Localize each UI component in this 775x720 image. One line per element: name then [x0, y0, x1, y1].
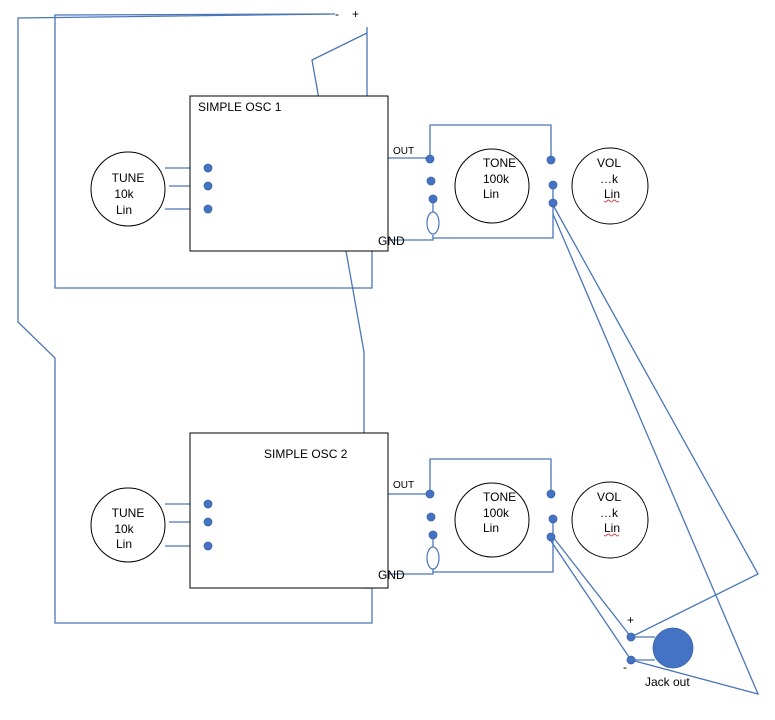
vol2-to-jack-plus-wire: [552, 536, 632, 638]
osc2-gnd-wire: [367, 569, 434, 575]
osc1-tone-terminal: [426, 176, 436, 186]
supply-minus-label: -: [335, 7, 339, 21]
osc1-title: SIMPLE OSC 1: [198, 100, 282, 114]
jack-minus-terminal: [626, 655, 636, 665]
osc1-tone-pot: [454, 148, 530, 224]
osc2-tone-value: 100k: [483, 506, 510, 520]
osc2-vol-terminal: [546, 532, 556, 542]
osc1-vol-spell-squiggle: [603, 199, 620, 203]
jack-label: Jack out: [645, 675, 690, 689]
supply-plus-label: +: [352, 7, 359, 21]
osc2-vol-spell-squiggle: [603, 533, 620, 537]
osc2-vol-value: …k: [600, 506, 619, 520]
osc1-module: SIMPLE OSC 1 OUT GND TUNE 10k Lin TONE 1…: [90, 95, 649, 252]
jack-socket: [652, 627, 694, 669]
osc1-gnd-wire: [367, 235, 434, 241]
jack-minus-label: -: [623, 660, 627, 674]
osc2-out-label: OUT: [393, 480, 414, 491]
vol1-to-jack-plus-wire: [552, 204, 759, 638]
jack-plus-label: +: [627, 613, 634, 627]
osc2-vol-pot: [571, 481, 649, 559]
osc1-tune-value: 10k: [114, 187, 134, 201]
jack-plus-terminal: [626, 632, 636, 642]
jack-output: + - Jack out: [623, 613, 694, 689]
osc2-tone-terminal: [425, 489, 435, 499]
osc1-gnd-label: GND: [378, 234, 405, 248]
osc2-vol-terminal: [546, 489, 556, 499]
osc2-title: SIMPLE OSC 2: [264, 447, 348, 461]
osc2-tune-terminal: [203, 517, 213, 527]
osc2-tune-value: 10k: [114, 522, 134, 536]
osc1-vol-value: …k: [600, 172, 619, 186]
vol1-to-jack-minus-wire: [552, 213, 760, 695]
osc2-vol-taper: Lin: [604, 521, 620, 535]
osc2-tone-capacitor: [426, 546, 440, 570]
osc2-tone-taper: Lin: [483, 521, 499, 535]
osc1-tune-terminal: [203, 204, 213, 214]
osc1-tone-top-wire: [429, 124, 552, 160]
osc1-tune-terminal: [203, 181, 213, 191]
osc2-tune-label: TUNE: [112, 506, 145, 520]
osc2-vol-label: VOL: [597, 490, 621, 504]
osc1-vol-taper: Lin: [604, 187, 620, 201]
osc2-tone-top-wire: [429, 458, 552, 494]
osc1-tune-label: TUNE: [112, 171, 145, 185]
osc1-tune-terminal: [203, 163, 213, 173]
supply-outer-wire: [17, 13, 373, 624]
osc2-tone-pot: [454, 482, 530, 558]
osc1-tune-taper: Lin: [116, 203, 132, 217]
osc1-tone-capacitor: [426, 211, 440, 235]
osc1-tone-taper: Lin: [483, 187, 499, 201]
osc2-tune-pot: [90, 487, 166, 563]
osc2-tune-terminal: [203, 541, 213, 551]
osc2-gnd-label: GND: [378, 568, 405, 582]
osc1-vol-label: VOL: [597, 156, 621, 170]
osc2-tone-label: TONE: [483, 490, 516, 504]
osc2-tone-terminal: [428, 530, 438, 540]
osc1-vol-terminal: [546, 155, 556, 165]
osc1-tune-pot: [90, 151, 166, 227]
osc1-tone-value: 100k: [483, 172, 510, 186]
osc1-box: [189, 95, 389, 252]
osc1-tone-terminal: [428, 194, 438, 204]
osc2-box: [189, 432, 389, 589]
osc1-vol-terminal: [548, 180, 558, 190]
osc1-tone-label: TONE: [483, 156, 516, 170]
osc2-tune-taper: Lin: [116, 537, 132, 551]
osc2-vol-terminal: [548, 514, 558, 524]
osc1-out-label: OUT: [393, 146, 414, 157]
osc2-tune-terminal: [203, 499, 213, 509]
osc2-module: SIMPLE OSC 2 OUT GND TUNE 10k Lin TONE 1…: [90, 432, 649, 589]
osc2-tone-terminal: [426, 512, 436, 522]
osc1-vol-terminal: [548, 198, 558, 208]
vol2-to-jack-minus-wire: [550, 540, 632, 661]
osc1-vol-pot: [571, 147, 649, 225]
osc1-tone-terminal: [425, 154, 435, 164]
